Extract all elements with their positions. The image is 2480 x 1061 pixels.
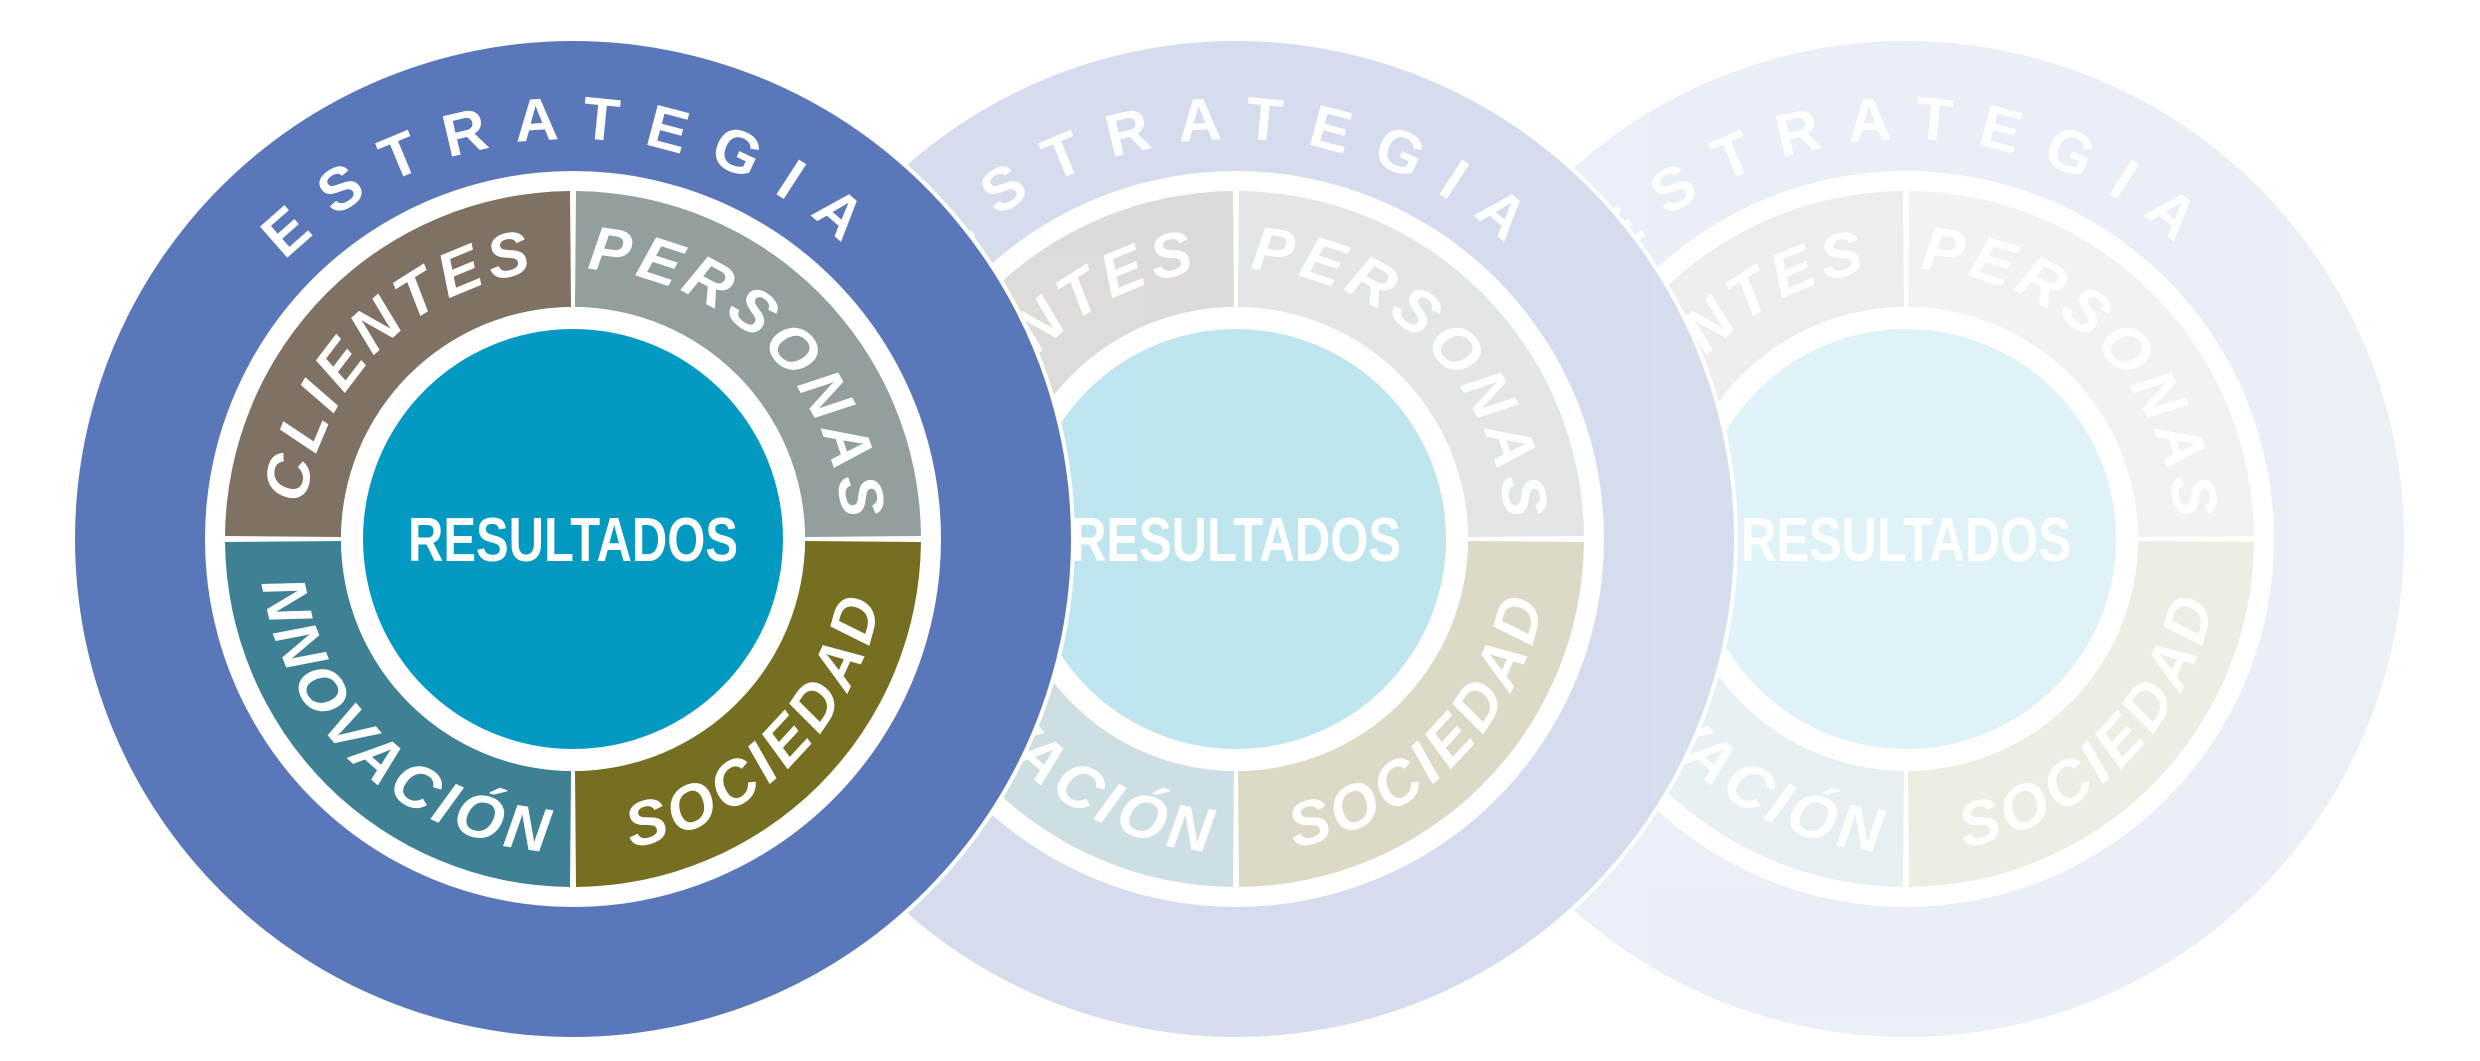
segment-sociedad	[575, 541, 921, 887]
center-label: RESULTADOS	[408, 506, 738, 575]
segment-sociedad	[1908, 541, 2254, 887]
segment-personas	[1908, 191, 2254, 537]
segment-clientes	[225, 191, 571, 537]
center-label: RESULTADOS	[1071, 506, 1401, 575]
segment-innovacion	[225, 541, 571, 887]
segment-sociedad	[1238, 541, 1584, 887]
segment-personas	[1238, 191, 1584, 537]
center-label: RESULTADOS	[1741, 506, 2071, 575]
center-circle	[1696, 329, 2116, 749]
center-circle	[1026, 329, 1446, 749]
white-band	[868, 171, 1604, 907]
inner-band	[1674, 307, 2138, 771]
segment-personas	[575, 191, 921, 537]
center-circle	[363, 329, 783, 749]
wheel-front: ESTRATEGIACLIENTESPERSONASSOCIEDADINNOVA…	[0, 0, 1071, 1037]
inner-band	[1004, 307, 1468, 771]
white-band	[1538, 171, 2274, 907]
